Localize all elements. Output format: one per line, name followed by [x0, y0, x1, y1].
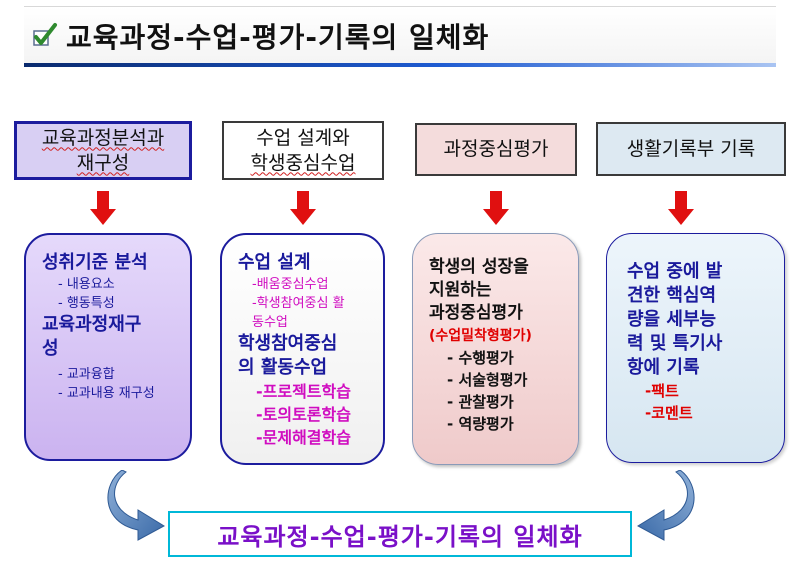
list-item: -프로젝트학습 [256, 382, 351, 401]
list-item: - 관찰평가 [447, 393, 514, 411]
box-text-line: 수업 중에 발 [627, 261, 723, 282]
list-item: - 서술형평가 [447, 371, 528, 389]
column-header-assessment: 과정중심평가 [415, 123, 577, 176]
checkmark-icon [33, 23, 57, 46]
list-item: -토의토론학습 [256, 405, 351, 424]
column-header-curriculum: 교육과정분석과 재구성 [14, 121, 192, 180]
list-item: - 교과융합 [58, 367, 115, 382]
list-item: -팩트 [645, 382, 679, 400]
down-arrow-icon [90, 191, 116, 225]
list-item: 동수업 [252, 315, 288, 330]
box-text-line: 견한 핵심역 [627, 285, 717, 306]
list-item: - 행동특성 [58, 296, 115, 311]
box-heading: 교육과정재구 [42, 314, 142, 335]
list-item: -코멘트 [645, 404, 693, 422]
box-heading: 과정중심평가 [429, 303, 523, 323]
content-box-curriculum: 성취기준 분석 - 내용요소 - 행동특성 교육과정재구 성 - 교과융합 - … [24, 233, 192, 461]
list-item: - 내용요소 [58, 277, 115, 292]
list-item: - 수행평가 [447, 349, 514, 367]
box-heading: 학생의 성장을 [429, 257, 529, 277]
box-text-line: 력 및 특기사 [627, 333, 723, 354]
box-text-line: 항에 기록 [627, 357, 700, 378]
integration-footer: 교육과정-수업-평가-기록의 일체화 [168, 511, 632, 557]
box-heading: 학생참여중심 [238, 333, 338, 354]
column-header-record: 생활기록부 기록 [596, 122, 786, 176]
box-text-line: 량을 세부능 [627, 309, 717, 330]
header-line: 생활기록부 기록 [626, 137, 756, 160]
header-line: 과정중심평가 [443, 138, 549, 160]
down-arrow-icon [668, 191, 694, 225]
list-item: -문제해결학습 [256, 428, 351, 447]
down-arrow-icon [483, 191, 509, 225]
list-item: - 교과내용 재구성 [58, 386, 155, 401]
box-heading: 수업 설계 [238, 252, 311, 273]
list-item: -학생참여중심 활 [252, 296, 345, 311]
box-heading: 의 활동수업 [238, 357, 328, 378]
header-line: 수업 설계와 [256, 126, 350, 149]
content-box-assessment: 학생의 성장을 지원하는 과정중심평가 (수업밀착형평가) - 수행평가 - 서… [412, 233, 579, 465]
title-rule [24, 63, 776, 67]
header-line: 교육과정분석과 [41, 126, 165, 149]
box-heading: 성 [42, 338, 59, 359]
header-line: 학생중심수업 [250, 151, 356, 174]
header-line: 재구성 [76, 151, 130, 174]
assessment-tag: (수업밀착형평가) [429, 328, 532, 344]
content-box-instruction: 수업 설계 -배움중심수업 -학생참여중심 활 동수업 학생참여중심 의 활동수… [220, 233, 385, 465]
list-item: - 역량평가 [447, 415, 514, 433]
page-title: 교육과정-수업-평가-기록의 일체화 [66, 21, 490, 54]
curved-arrow-icon [107, 470, 166, 541]
box-heading: 성취기준 분석 [42, 252, 148, 273]
curved-arrow-icon [636, 470, 695, 541]
column-header-instruction: 수업 설계와 학생중심수업 [222, 121, 384, 180]
down-arrow-icon [290, 191, 316, 225]
list-item: -배움중심수업 [252, 277, 329, 292]
box-heading: 지원하는 [429, 280, 492, 300]
content-box-record: 수업 중에 발 견한 핵심역 량을 세부능 력 및 특기사 항에 기록 -팩트 … [606, 233, 785, 463]
title-bar [24, 6, 776, 63]
